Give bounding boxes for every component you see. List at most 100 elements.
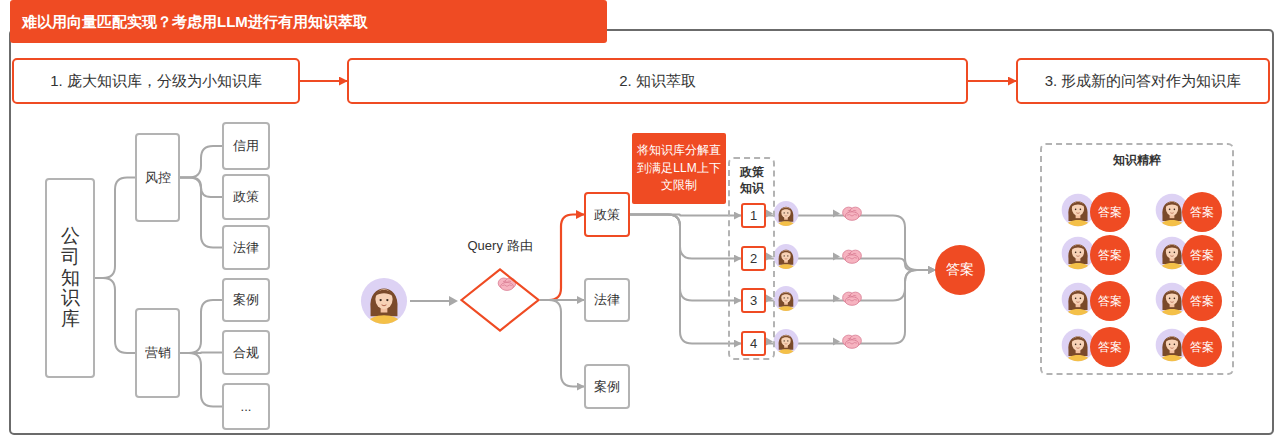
connector (180, 146, 222, 178)
node-label: 答案 (1190, 339, 1214, 356)
chunk-box: 1 (741, 203, 766, 228)
route-label: Query 路由 (467, 237, 532, 255)
node-label: 3 (750, 293, 757, 308)
selected-box: 政策 (584, 192, 630, 237)
connector (630, 215, 741, 301)
root-box: 公司知识库 (45, 178, 95, 378)
person-icon (774, 244, 799, 270)
connector (300, 80, 347, 82)
arrow-head (833, 338, 840, 346)
chunk-box: 4 (741, 331, 766, 356)
node-label: 案例 (233, 291, 259, 309)
person-icon (774, 286, 799, 312)
diamond-shape (462, 270, 539, 331)
answer-circle: 答案 (1090, 281, 1130, 321)
arrow-head (449, 296, 458, 306)
answer-circle: 答案 (1182, 327, 1222, 367)
category-box: ... (222, 383, 270, 430)
chunk-box: 3 (741, 288, 766, 313)
connector (540, 215, 584, 301)
arrow-head (833, 210, 840, 218)
brain-icon (843, 292, 862, 305)
step-box: 1. 庞大知识库，分级为小知识库 (12, 58, 300, 104)
connector (968, 80, 1016, 82)
brain-icon (843, 207, 862, 220)
arrow-head (766, 210, 773, 218)
answer-circle: 答案 (1182, 281, 1222, 321)
arrow-head (766, 338, 773, 346)
node-label: 4 (750, 336, 757, 351)
title-text: 难以用向量匹配实现？考虑用LLM进行有用知识萃取 (22, 13, 368, 30)
node-label: 合规 (233, 344, 259, 362)
answer-circle: 答案 (1182, 192, 1222, 232)
node-label: 答案 (946, 261, 974, 279)
person-icon (361, 278, 407, 326)
person-icon (774, 329, 799, 355)
node-label: 2. 知识萃取 (619, 72, 696, 91)
node-label: 公司知识库 (61, 226, 80, 330)
outer-frame (10, 30, 1273, 434)
brain-icon (843, 250, 862, 263)
category-box: 信用 (222, 122, 270, 170)
node-label: 3. 形成新的问答对作为知识库 (1045, 72, 1242, 91)
category-box: 政策 (222, 174, 270, 220)
group-box: 政策知识 1 2 3 4 (728, 157, 775, 360)
category-box: 法律 (222, 225, 270, 270)
node-label: 信用 (233, 137, 259, 155)
node-label: 答案 (1190, 293, 1214, 310)
diamond-outline (460, 268, 540, 332)
title-banner: 难以用向量匹配实现？考虑用LLM进行有用知识萃取 (10, 0, 607, 43)
chunk-box: 2 (741, 246, 766, 271)
category-box: 案例 (222, 278, 270, 322)
node-label: 政策 (594, 206, 620, 224)
answer-circle: 答案 (1090, 192, 1130, 232)
node-label: 将知识库分解直到满足LLM上下文限制 (635, 142, 723, 194)
connector (95, 278, 135, 353)
node-label: 1 (750, 208, 757, 223)
connector (630, 215, 741, 344)
answer-circle: 答案 (1182, 235, 1222, 275)
callout-box: 将知识库分解直到满足LLM上下文限制 (632, 133, 726, 204)
brain-icon (843, 335, 862, 348)
answer-circle: 答案 (1090, 235, 1130, 275)
category-box: 营销 (135, 308, 180, 398)
group-box: 知识精粹答案答案答案答案答案答案答案答案 (1040, 143, 1234, 375)
arrow-head (766, 253, 773, 261)
connector (540, 300, 584, 387)
connector (95, 178, 135, 279)
node-label: 法律 (233, 239, 259, 257)
node-label: 答案 (1190, 204, 1214, 221)
decision-diamond: Query 路由 (460, 268, 540, 332)
arrow-head (766, 295, 773, 303)
answer-circle: 答案 (935, 245, 985, 295)
step-box: 2. 知识萃取 (347, 58, 968, 104)
person-icon (774, 201, 799, 227)
node-label: 政策 (233, 188, 259, 206)
group-heading: 知识精粹 (1113, 153, 1161, 169)
category-box: 风控 (135, 133, 180, 222)
category-box: 法律 (584, 278, 630, 322)
node-label: 答案 (1190, 247, 1214, 264)
node-label: 答案 (1098, 247, 1122, 264)
node-label: 2 (750, 251, 757, 266)
node-label: ... (241, 399, 252, 414)
node-label: 答案 (1098, 339, 1122, 356)
answer-circle: 答案 (1090, 327, 1130, 367)
node-label: 营销 (145, 344, 171, 362)
step-box: 3. 形成新的问答对作为知识库 (1016, 58, 1270, 104)
category-box: 合规 (222, 330, 270, 375)
connector (180, 178, 222, 248)
arrow-head (833, 253, 840, 261)
category-box: 案例 (584, 364, 630, 409)
node-label: 案例 (594, 378, 620, 396)
connector (630, 215, 741, 259)
group-heading: 政策知识 (738, 165, 766, 196)
connector (180, 353, 222, 407)
node-label: 风控 (145, 169, 171, 187)
row-icons (766, 201, 861, 355)
node-label: 答案 (1098, 293, 1122, 310)
node-label: 1. 庞大知识库，分级为小知识库 (50, 72, 262, 91)
node-label: 答案 (1098, 204, 1122, 221)
arrow-head (833, 295, 840, 303)
